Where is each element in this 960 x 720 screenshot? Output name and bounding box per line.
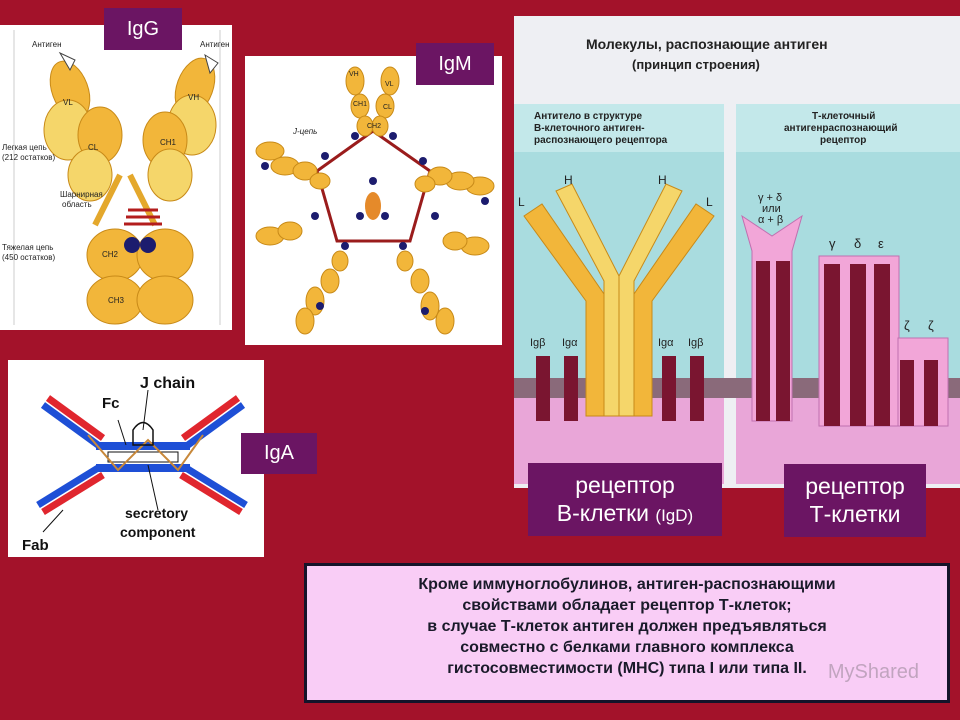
b-caption-main: В-клетки xyxy=(556,500,650,526)
note-line-5: гистосовместимости (МНС) типа I или типа… xyxy=(447,660,807,677)
watermark: MyShared xyxy=(827,661,919,683)
igg-cl-label: CL xyxy=(88,143,99,152)
receptor-structure-diagram: Молекулы, распознающие антиген (принцип … xyxy=(514,36,960,484)
l-left-label: L xyxy=(518,195,525,209)
note-line-3: в случае Т-клеток антиген должен предъяв… xyxy=(427,618,827,635)
b-caption-line1: рецептор xyxy=(575,472,675,498)
t-header-line3: рецептор xyxy=(820,135,866,146)
igg-tag: IgG xyxy=(104,8,182,50)
iga-secretory-label: secretory xyxy=(125,505,188,521)
b-header-line2: В-клеточного антиген- xyxy=(534,123,645,134)
igg-ch2-label: CH2 xyxy=(102,250,119,259)
ig-beta-2-label: Igβ xyxy=(688,337,704,349)
cd3-epsilon-label: ε xyxy=(878,236,884,251)
cd3-delta-label: δ xyxy=(854,236,861,251)
tcr-gd-label-2: или xyxy=(762,203,781,215)
receptor-panel: Молекулы, распознающие антиген (принцип … xyxy=(514,16,960,488)
igg-antigen-right-label: Антиген xyxy=(200,40,230,49)
zeta-1-label: ζ xyxy=(904,318,910,333)
igg-hinge-label-2: область xyxy=(62,200,92,209)
igm-cl-label: CL xyxy=(383,104,392,111)
iga-panel: J chain Fc secretory component Fab xyxy=(8,360,264,557)
igm-vl-label: VL xyxy=(385,81,394,88)
iga-tag: IgA xyxy=(241,433,317,474)
note-line-4: совместно с белками главного комплекса xyxy=(460,639,794,656)
t-caption-line2: Т-клетки xyxy=(809,501,901,527)
igg-light-chain-label: Легкая цепь xyxy=(2,143,47,152)
h-left-label: H xyxy=(564,173,573,187)
iga-j-chain-label: J chain xyxy=(140,375,195,392)
igm-pentamer-diagram: J-цепь VH VL CL CH1 CH2 xyxy=(255,66,495,335)
tcr-gd-label-1: γ + δ xyxy=(758,192,782,204)
note-line-1: Кроме иммуноглобулинов, антиген-распозна… xyxy=(418,576,836,593)
ig-alpha-1-label: Igα xyxy=(562,337,578,349)
igm-j-chain-label: J-цепь xyxy=(292,127,317,136)
iga-fab-label: Fab xyxy=(22,537,49,554)
h-right-label: H xyxy=(658,173,667,187)
igg-ch1-label: CH1 xyxy=(160,138,177,147)
igg-vh-label: VH xyxy=(188,93,199,102)
b-caption-igd: (IgD) xyxy=(655,506,694,525)
igg-vl-label: VL xyxy=(63,98,73,107)
t-header-line2: антигенраспознающий xyxy=(784,123,898,134)
iga-secretory-label-2: component xyxy=(120,524,196,540)
tcr-gd-label-3: α + β xyxy=(758,214,783,226)
b-header-line1: Антитело в структуре xyxy=(534,111,642,122)
b-caption-line2: В-клетки (IgD) xyxy=(528,499,722,530)
receptor-subtitle: (принцип строения) xyxy=(632,57,760,72)
receptor-title: Молекулы, распознающие антиген xyxy=(586,36,828,52)
zeta-2-label: ζ xyxy=(928,318,934,333)
igm-vh-label: VH xyxy=(349,71,359,78)
ig-alpha-2-label: Igα xyxy=(658,337,674,349)
igg-antigen-left-label: Антиген xyxy=(32,40,62,49)
tcr-note-box: Кроме иммуноглобулинов, антиген-распозна… xyxy=(304,563,950,703)
igg-panel: Антиген Антиген Легкая цепь (212 остатко… xyxy=(0,25,232,330)
cd3-gamma-label: γ xyxy=(829,236,836,251)
ig-beta-1-label: Igβ xyxy=(530,337,546,349)
t-caption-line1: рецептор xyxy=(805,473,905,499)
iga-fc-label: Fc xyxy=(102,395,120,412)
igg-ch3-label: CH3 xyxy=(108,296,125,305)
igm-ch1-label: CH1 xyxy=(353,101,367,108)
igm-panel: J-цепь VH VL CL CH1 CH2 xyxy=(245,56,502,345)
iga-dimer-diagram: J chain Fc secretory component Fab xyxy=(22,375,248,554)
igg-structure-diagram: Антиген Антиген Легкая цепь (212 остатко… xyxy=(2,30,230,325)
igg-hinge-label: Шарнирная xyxy=(60,190,103,199)
t-header-line1: Т-клеточный xyxy=(812,111,875,122)
note-line-2: свойствами обладает рецептор Т-клеток; xyxy=(462,597,792,614)
igm-tag: IgM xyxy=(416,43,494,85)
t-cell-receptor-caption: рецептор Т-клетки xyxy=(784,464,926,537)
b-header-line3: распознающего рецептора xyxy=(534,135,668,146)
b-cell-receptor-caption: рецептор В-клетки (IgD) xyxy=(528,463,722,536)
l-right-label: L xyxy=(706,195,713,209)
igg-light-chain-count: (212 остатков) xyxy=(2,153,55,162)
igg-heavy-chain-label: Тяжелая цепь xyxy=(2,243,53,252)
igm-ch2-label: CH2 xyxy=(367,123,381,130)
igg-heavy-chain-count: (450 остатков) xyxy=(2,253,55,262)
